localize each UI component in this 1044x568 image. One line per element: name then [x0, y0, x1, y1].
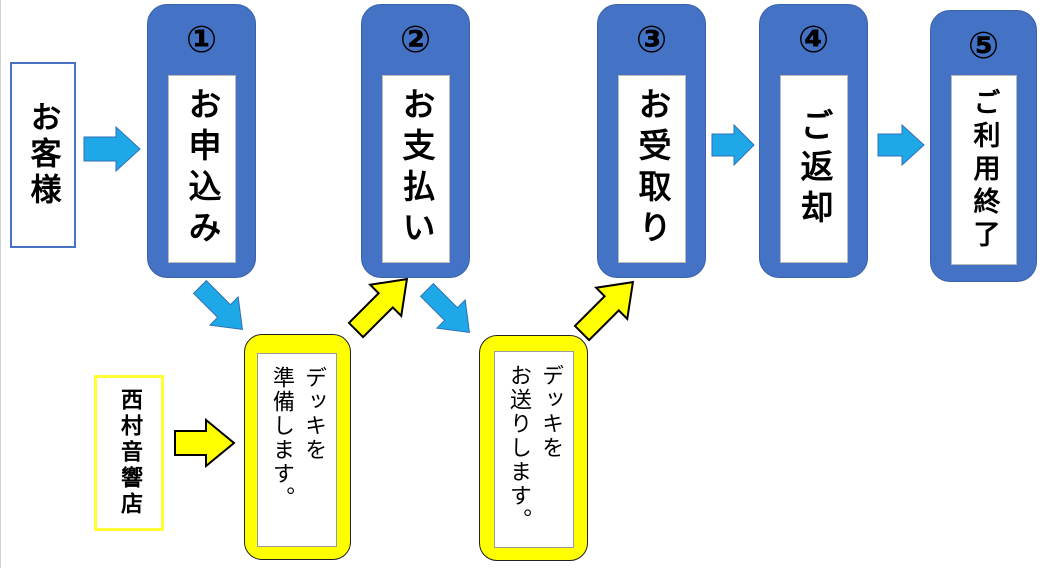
arrow-diagonal-up-icon	[347, 277, 409, 339]
step-number: ①	[185, 18, 218, 61]
step-apply: ① お申込み	[147, 4, 256, 278]
customer-box: お客様	[10, 62, 76, 248]
step-label: お支払い	[397, 87, 436, 251]
customer-label: お客様	[24, 101, 61, 209]
step-end-of-use: ⑤ ご利用終了	[930, 10, 1037, 282]
shop-label: 西村音響店	[117, 388, 142, 518]
note-text: デッキを お送りします。	[506, 364, 563, 532]
step-label: ご返却	[795, 107, 834, 231]
arrow-diagonal-up-icon	[573, 280, 635, 342]
step-label: お申込み	[183, 87, 222, 251]
step-label-box: ご返却	[780, 75, 848, 263]
step-number: ⑤	[967, 24, 1000, 67]
note-text-box: デッキを お送りします。	[494, 351, 574, 548]
step-label-box: お受取り	[618, 75, 686, 263]
arrow-right-icon	[174, 417, 236, 469]
step-number: ③	[635, 18, 668, 61]
arrow-right-icon	[711, 123, 755, 167]
shop-box: 西村音響店	[94, 375, 164, 531]
step-receive: ③ お受取り	[597, 4, 706, 278]
note-ship-deck: デッキを お送りします。	[479, 335, 588, 561]
note-prepare-deck: デッキを 準備します。	[244, 334, 351, 560]
arrow-diagonal-down-icon	[192, 279, 244, 331]
step-number: ④	[797, 18, 830, 61]
step-number: ②	[399, 18, 432, 61]
step-return: ④ ご返却	[759, 4, 868, 278]
note-text: デッキを 準備します。	[269, 366, 326, 510]
step-label-box: お申込み	[168, 75, 236, 263]
step-label-box: ご利用終了	[951, 75, 1017, 265]
arrow-diagonal-down-icon	[419, 282, 471, 334]
note-text-box: デッキを 準備します。	[257, 353, 337, 547]
step-payment: ② お支払い	[361, 4, 470, 278]
step-label: お受取り	[633, 87, 672, 251]
step-label: ご利用終了	[968, 87, 1000, 253]
step-label-box: お支払い	[382, 75, 450, 263]
arrow-right-icon	[877, 123, 925, 167]
arrow-right-icon	[83, 125, 141, 173]
canvas-edge	[0, 0, 1, 568]
